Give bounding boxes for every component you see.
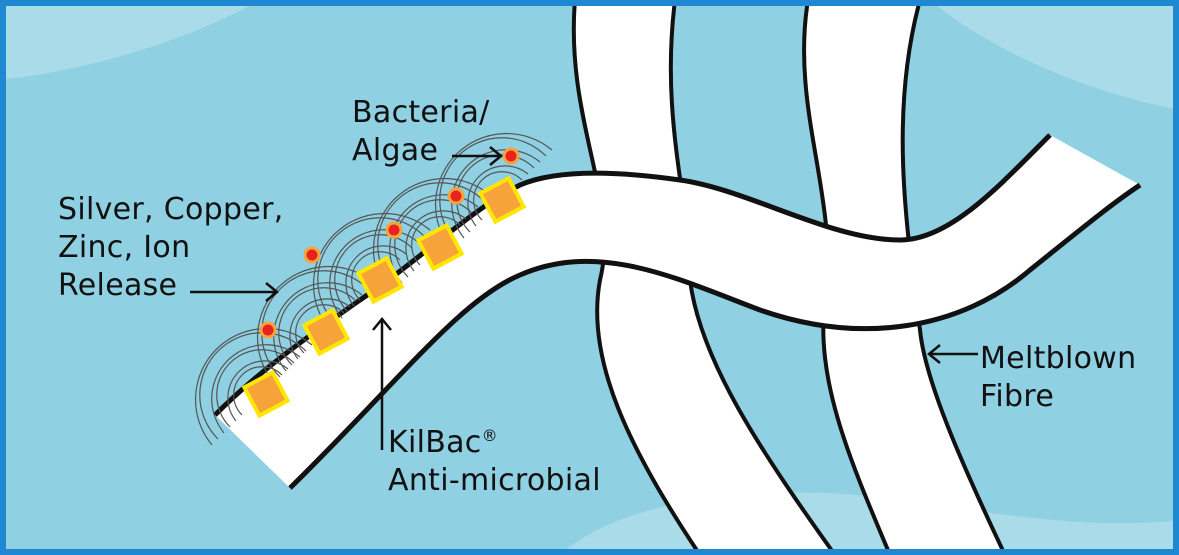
registered-mark: ® [481, 426, 498, 445]
label-kilbac: KilBac® Anti-microbial [388, 424, 601, 500]
wave-group-1 [194, 327, 313, 446]
annotation-arrows [190, 146, 978, 450]
label-kilbac-line2: Anti-microbial [388, 463, 601, 498]
label-meltblown-fibre: Meltblown Fibre [980, 340, 1136, 416]
label-ion-release: Silver, Copper, Zinc, Ion Release [58, 191, 284, 305]
arrow-bacteria [452, 146, 503, 166]
label-ions-line1: Silver, Copper, [58, 192, 284, 227]
particle-2 [301, 307, 351, 357]
background-highlight-top-left [6, 6, 250, 80]
ion-release-waves [194, 132, 553, 446]
label-kilbac-name: KilBac [388, 425, 482, 460]
label-ions-line3: Release [58, 268, 178, 303]
label-ions-line2: Zinc, Ion [58, 230, 191, 265]
label-bacteria-line1: Bacteria/ [352, 95, 490, 130]
background-highlight-top-right [937, 6, 1173, 109]
label-bacteria-line2: Algae [352, 133, 439, 168]
particle-5 [477, 175, 527, 225]
bacteria-dot-1 [259, 321, 277, 339]
bacteria-dots [259, 147, 520, 339]
bacteria-dot-4 [447, 187, 465, 205]
arrow-kilbac [372, 317, 392, 450]
arrow-ions [190, 282, 279, 302]
label-meltblown-line2: Fibre [980, 379, 1055, 414]
bacteria-dot-5 [502, 147, 520, 165]
particle-4 [415, 222, 465, 272]
main-fibre-bottom-edge [288, 182, 1142, 490]
particle-1 [241, 369, 291, 419]
bacteria-dot-3 [385, 221, 403, 239]
antimicrobial-particles [241, 175, 527, 419]
label-bacteria-algae: Bacteria/ Algae [352, 94, 490, 170]
label-kilbac-line1: KilBac® [388, 424, 601, 462]
bacteria-dot-2 [303, 246, 321, 264]
label-meltblown-line1: Meltblown [980, 341, 1137, 376]
particle-3 [355, 255, 405, 305]
wave-group-2 [256, 265, 375, 384]
arrow-meltblown [927, 344, 978, 364]
